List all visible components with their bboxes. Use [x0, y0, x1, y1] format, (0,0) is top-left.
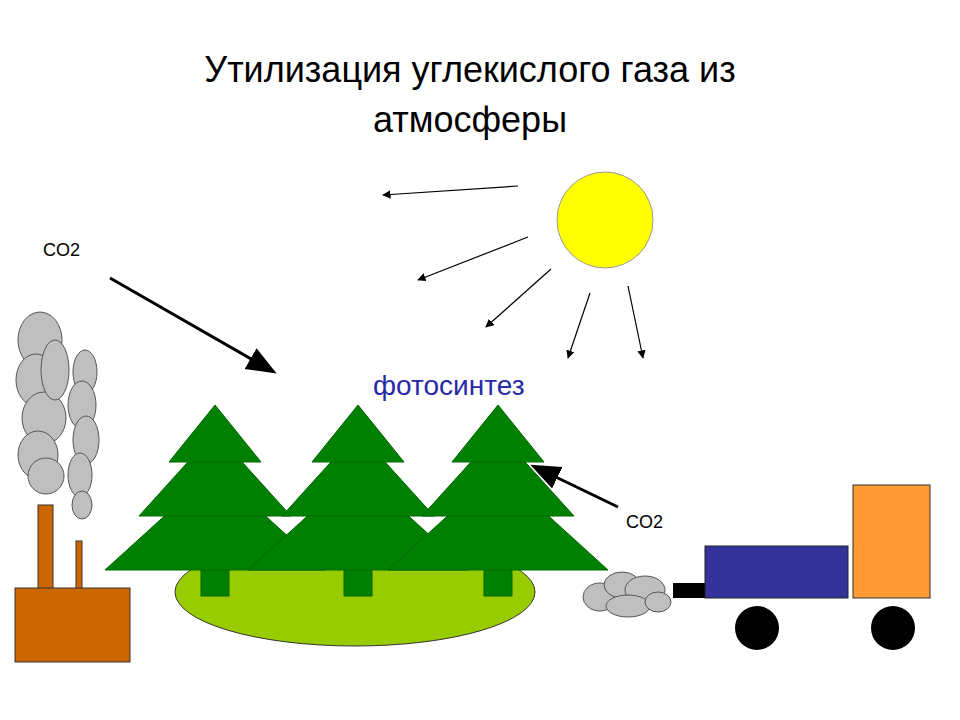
exhaust	[583, 572, 671, 617]
tree	[388, 405, 608, 596]
co2-arrow	[110, 278, 274, 372]
diagram-title: Утилизация углекислого газа из атмосферы	[140, 45, 800, 145]
factory	[15, 505, 130, 662]
co2-arrow	[533, 466, 618, 507]
sun-rays	[383, 186, 643, 358]
truck	[673, 485, 930, 650]
gas-label: CO2	[43, 240, 80, 261]
smoke	[16, 312, 99, 519]
process-label: фотосинтез	[373, 370, 524, 402]
gas-label: CO2	[626, 512, 663, 533]
sun	[557, 172, 653, 268]
